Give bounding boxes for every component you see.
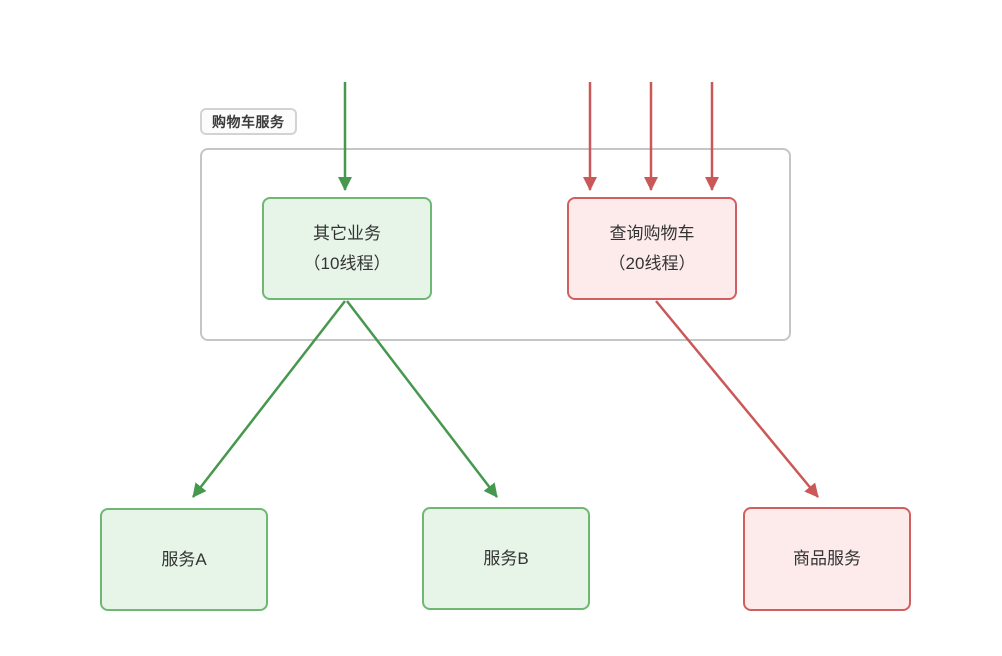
node-other-business-line2: （10线程） [303, 253, 391, 273]
node-other-business-line1: 其它业务 [313, 223, 381, 243]
node-product-service-label: 商品服务 [793, 549, 861, 568]
group-label-cart-service: 购物车服务 [200, 108, 297, 135]
node-product-service: 商品服务 [743, 507, 911, 611]
node-service-b-label: 服务B [483, 548, 529, 568]
node-query-cart: 查询购物车 （20线程） [567, 197, 737, 300]
node-query-cart-line2: （20线程） [608, 253, 696, 273]
node-query-cart-line1: 查询购物车 [609, 223, 695, 243]
node-service-b: 服务B [422, 507, 590, 610]
node-other-business: 其它业务 （10线程） [262, 197, 432, 300]
node-service-a: 服务A [100, 508, 268, 611]
node-service-a-label: 服务A [161, 549, 207, 569]
